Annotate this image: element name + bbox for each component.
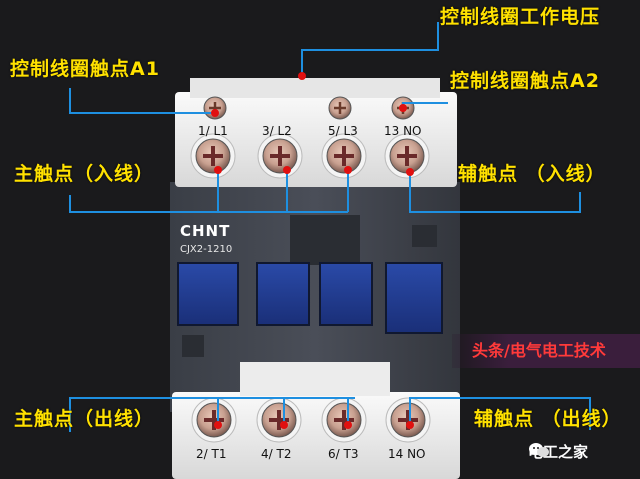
chat-bubble-icon [529, 443, 549, 457]
body-slot-left [182, 335, 204, 357]
leader-aux-in [409, 172, 581, 213]
screw-top-l2 [257, 133, 303, 179]
screw-top-l1 [190, 133, 236, 179]
label-main-in: 主触点（入线） [14, 163, 155, 185]
screw-top-l3 [321, 133, 367, 179]
terminal-label-t1: 2/ T1 [196, 447, 227, 461]
brand-logo: CHNT [180, 222, 231, 240]
body-slot-right [412, 225, 437, 247]
leader-coil-a1 [69, 88, 215, 114]
screw-bottom-14no [385, 397, 431, 443]
leader-coil-voltage [301, 22, 439, 75]
watermark: 电工之家 [528, 441, 588, 462]
connection-dots [211, 72, 414, 429]
coil-screw-middle [328, 96, 352, 120]
terminal-label-t3: 6/ T3 [328, 447, 359, 461]
screw-top-13no [384, 133, 430, 179]
indicator-window-2 [256, 262, 310, 326]
terminal-label-l1: 1/ L1 [198, 124, 228, 138]
indicator-window-4 [385, 262, 443, 334]
bottom-center-cap [240, 362, 390, 396]
top-coil-cap [190, 78, 440, 98]
screw-bottom-t3 [321, 397, 367, 443]
terminal-label-t2: 4/ T2 [261, 447, 292, 461]
indicator-window-3 [319, 262, 373, 326]
terminal-label-l2: 3/ L2 [262, 124, 292, 138]
label-aux-out: 辅触点 （出线） [474, 408, 622, 430]
indicator-window-1 [177, 262, 239, 326]
screw-bottom-t1 [191, 397, 237, 443]
model-number: CJX2-1210 [180, 244, 233, 255]
label-aux-in: 辅触点 （入线） [458, 163, 606, 185]
screw-bottom-t2 [256, 397, 302, 443]
source-tag: 头条/电气电工技术 [452, 334, 640, 368]
leader-main-out [69, 397, 355, 432]
label-coil-a1: 控制线圈触点A1 [10, 58, 160, 80]
label-coil-voltage: 控制线圈工作电压 [440, 6, 601, 28]
body-recess [290, 215, 360, 265]
terminal-label-14no: 14 NO [388, 447, 426, 461]
terminal-label-13no: 13 NO [384, 124, 422, 138]
leader-lines [69, 22, 591, 432]
leader-aux-out [409, 397, 591, 430]
label-main-out: 主触点（出线） [14, 408, 155, 430]
terminal-label-l3: 5/ L3 [328, 124, 358, 138]
label-coil-a2: 控制线圈触点A2 [450, 70, 600, 92]
leader-main-in [69, 195, 348, 213]
